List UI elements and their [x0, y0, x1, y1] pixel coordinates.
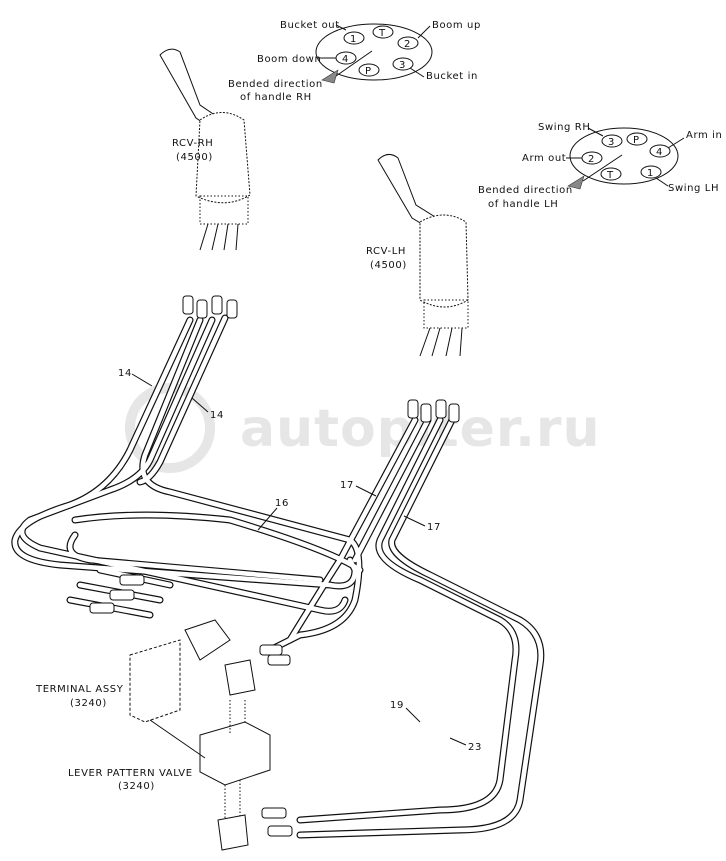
- hose-core-0: [12, 317, 358, 589]
- diagram-label: 2: [588, 154, 595, 165]
- hose-core-8: [297, 417, 519, 823]
- label-arm-in: Arm in: [686, 130, 722, 141]
- callout-23: 23: [468, 742, 482, 753]
- diagram-label: 4: [342, 54, 349, 65]
- hose-core-2: [19, 317, 348, 614]
- label-bucket-in: Bucket in: [426, 71, 478, 82]
- diagram-label: (4500): [370, 260, 407, 271]
- diagram-label: T: [378, 28, 386, 39]
- rh-port-diagram: 1 T 2 4 P 3 Bucket out Boom up Boom down Bu…: [228, 20, 481, 103]
- rcv-rh-label: RCV-RH: [172, 138, 213, 149]
- label-bucket-out: Bucket out: [280, 20, 340, 31]
- hose-core-6: [287, 417, 418, 643]
- diagram-label: of handle LH: [488, 199, 558, 210]
- hose-1: [139, 316, 363, 654]
- lever-pattern-valve: LEVER PATTERN VALVE (3240): [68, 700, 271, 851]
- callout-17a: 17: [340, 480, 354, 491]
- diagram-label: (3240): [70, 698, 107, 709]
- diagram-label: 4: [656, 147, 663, 158]
- diagram-label: 1: [350, 34, 357, 45]
- hose-core-3: [137, 315, 228, 485]
- diagram-label: (3240): [118, 781, 155, 792]
- hose-core-9: [297, 417, 544, 838]
- hose-core-7: [352, 417, 431, 563]
- diagram-label: T: [606, 170, 614, 181]
- lever-pattern-valve-label: LEVER PATTERN VALVE: [68, 768, 193, 779]
- hose-core-5: [67, 532, 323, 583]
- diagram-label: P: [365, 66, 372, 77]
- callout-14b: 14: [210, 410, 224, 421]
- hose-core-4: [72, 512, 363, 573]
- rcv-lh-label: RCV-LH: [366, 246, 406, 257]
- diagram-label: 3: [399, 60, 406, 71]
- hose-core-1: [140, 317, 362, 653]
- diagram-label: P: [633, 135, 640, 146]
- diagram-label: of handle RH: [240, 92, 312, 103]
- part-callouts: 14 14 16 17 17 19 23: [118, 368, 482, 753]
- lh-port-diagram: 3 P 4 2 T 1 Swing RH Arm in Arm out Swing L…: [478, 122, 722, 210]
- diagram-label: 2: [404, 39, 411, 50]
- rcv-rh-joystick: RCV-RH (4500): [159, 48, 251, 251]
- hose-bundle: [11, 314, 545, 839]
- hose-fittings: [89, 295, 460, 837]
- callout-19: 19: [390, 700, 404, 711]
- diagram-label: Bended direction: [228, 79, 323, 90]
- arrow-icon: [321, 69, 339, 84]
- label-boom-down: Boom down: [257, 54, 321, 65]
- watermark: autopiter.ru: [125, 383, 600, 473]
- label-swing-rh: Swing RH: [538, 122, 590, 133]
- callout-14a: 14: [118, 368, 132, 379]
- terminal-assy-label: TERMINAL ASSY: [35, 684, 124, 695]
- diagram-label: Bended direction: [478, 185, 573, 196]
- callout-17b: 17: [427, 522, 441, 533]
- rcv-lh-joystick: RCV-LH (4500): [366, 154, 469, 357]
- callout-16: 16: [275, 498, 289, 509]
- diagram-label: (4500): [176, 152, 213, 163]
- label-swing-lh: Swing LH: [668, 183, 719, 194]
- terminal-assy: TERMINAL ASSY (3240): [35, 619, 256, 723]
- label-boom-up: Boom up: [432, 20, 481, 31]
- diagram-label: 1: [647, 168, 654, 179]
- diagram-label: 3: [608, 137, 615, 148]
- label-arm-out: Arm out: [522, 153, 566, 164]
- arrow-icon: [567, 175, 585, 190]
